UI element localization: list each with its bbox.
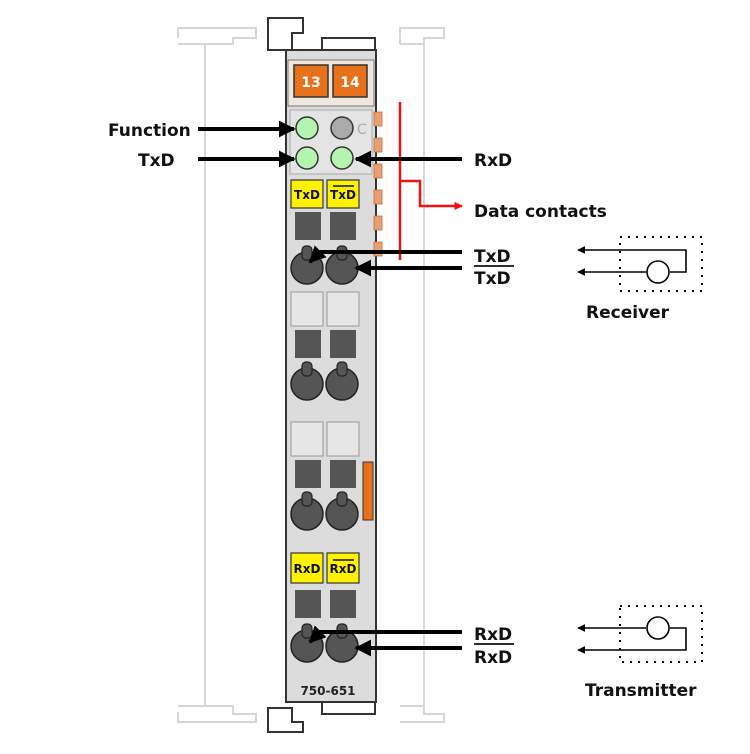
receiver-label: Receiver xyxy=(586,303,670,323)
txd-yellow-tag-1 xyxy=(290,179,324,209)
txd-pair-label: TxD xyxy=(474,247,511,267)
rxd-yellow-tag-2 xyxy=(326,552,360,584)
rxd-tag-2-text: RxD xyxy=(330,562,357,576)
transmitter-symbol xyxy=(577,605,703,663)
rxd-led xyxy=(330,146,354,170)
function-label: Function xyxy=(108,121,191,141)
txd-pair-inverted-label: TxD xyxy=(474,269,511,289)
txd-tag-1-text: TxD xyxy=(294,188,320,202)
txd-tag-2-text: TxD xyxy=(330,188,356,202)
rxd-yellow-tag-1 xyxy=(290,552,324,584)
data-contacts-strip xyxy=(373,111,383,257)
release-slot-2a xyxy=(295,330,321,358)
txd-wire-1 xyxy=(308,245,462,264)
data-contacts-callout xyxy=(398,102,463,260)
function-led xyxy=(295,116,319,140)
led-c-marking: C xyxy=(357,122,367,138)
transmitter-label: Transmitter xyxy=(585,681,697,701)
clamp-3a xyxy=(290,491,324,531)
marker-slot-2a xyxy=(290,291,324,327)
rxd-pair-label: RxD xyxy=(474,625,512,645)
release-slot-3b xyxy=(330,460,356,488)
rxd-pair-inverted-label: RxD xyxy=(474,648,512,668)
release-slot-4a xyxy=(295,590,321,618)
top-clip-right xyxy=(321,37,376,51)
release-slot-1a xyxy=(295,212,321,240)
data-contacts-label: Data contacts xyxy=(474,202,607,222)
bottom-clip xyxy=(267,707,304,733)
ghost-rail-outline xyxy=(177,27,445,723)
part-number: 750-651 xyxy=(300,684,355,698)
terminal-13-label: 13 xyxy=(301,75,320,91)
clamp-3b xyxy=(325,491,359,531)
receiver-symbol xyxy=(577,236,703,292)
release-slot-2b xyxy=(330,330,356,358)
txd-led-label: TxD xyxy=(138,151,175,171)
top-clip xyxy=(267,17,304,51)
rxd-led-label: RxD xyxy=(474,151,512,171)
bottom-clip-right xyxy=(321,701,376,715)
clamp-2a xyxy=(290,361,324,401)
marker-slot-3b xyxy=(326,421,360,457)
status-led-c xyxy=(330,116,354,140)
orange-power-contact xyxy=(362,461,374,521)
marker-slot-2b xyxy=(326,291,360,327)
release-slot-1b xyxy=(330,212,356,240)
terminal-13-marker xyxy=(293,64,329,98)
release-slot-4b xyxy=(330,590,356,618)
txd-yellow-tag-2 xyxy=(326,179,360,209)
terminal-14-label: 14 xyxy=(340,75,360,91)
rxd-wire-1 xyxy=(308,625,462,644)
txd-led xyxy=(295,146,319,170)
io-module: 13 14 C TxD TxD xyxy=(267,17,383,733)
clamp-2b xyxy=(325,361,359,401)
terminal-14-marker xyxy=(332,64,368,98)
marker-slot-3a xyxy=(290,421,324,457)
release-slot-3a xyxy=(295,460,321,488)
rxd-tag-1-text: RxD xyxy=(294,562,321,576)
